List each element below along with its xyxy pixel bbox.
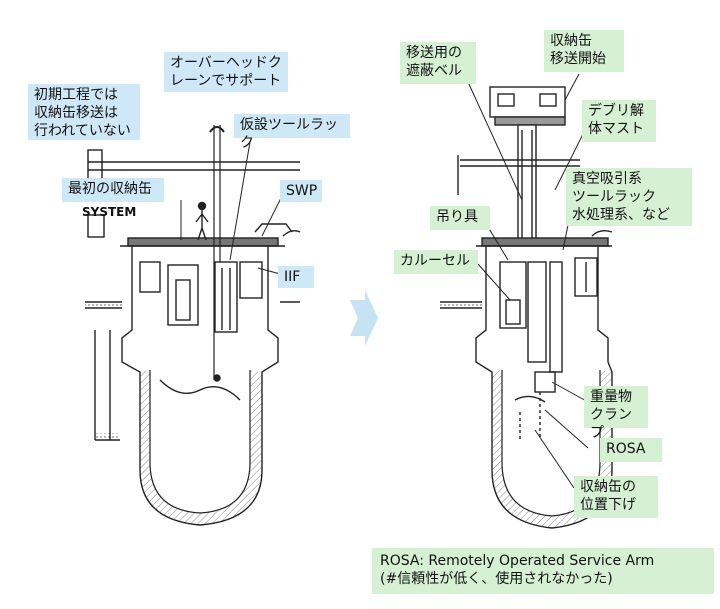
label-temp-tool-rack: 仮設ツールラック bbox=[234, 114, 350, 151]
label-shield-bell: 移送用の 遮蔽ベル bbox=[400, 42, 476, 84]
label-rosa: ROSA bbox=[600, 438, 662, 462]
label-first-can: 最初の収納缶 bbox=[62, 178, 164, 202]
label-overhead-crane: オーバーヘッドク レーンでサポート bbox=[164, 52, 288, 92]
rosa-note-line2: (#信頼性が低く、使用されなかった) bbox=[380, 571, 613, 587]
label-can-lowering: 収納缶の 位置下げ bbox=[574, 476, 658, 518]
rosa-note: ROSA: Remotely Operated Service Arm (#信頼… bbox=[372, 548, 714, 594]
label-hoist: 吊り具 bbox=[430, 206, 490, 230]
rosa-note-line1: ROSA: Remotely Operated Service Arm bbox=[380, 553, 655, 569]
label-vacuum-system: 真空吸引系 ツールラック 水処理系、など bbox=[566, 168, 692, 226]
label-heavy-clamp: 重量物 クランプ bbox=[584, 386, 648, 441]
label-iif: IIF bbox=[278, 266, 314, 288]
label-debris-mast: デブリ解 体マスト bbox=[582, 100, 656, 142]
transition-arrow bbox=[350, 290, 378, 346]
right-reactor bbox=[440, 73, 613, 529]
label-system: SYSTEM bbox=[82, 205, 137, 219]
label-carousel: カルーセル bbox=[394, 250, 478, 274]
left-reactor bbox=[85, 125, 301, 526]
label-can-transfer-start: 収納缶 移送開始 bbox=[544, 30, 624, 72]
label-swp: SWP bbox=[280, 180, 322, 202]
label-initial-process: 初期工程では 収納缶移送は 行われていない bbox=[28, 84, 140, 140]
